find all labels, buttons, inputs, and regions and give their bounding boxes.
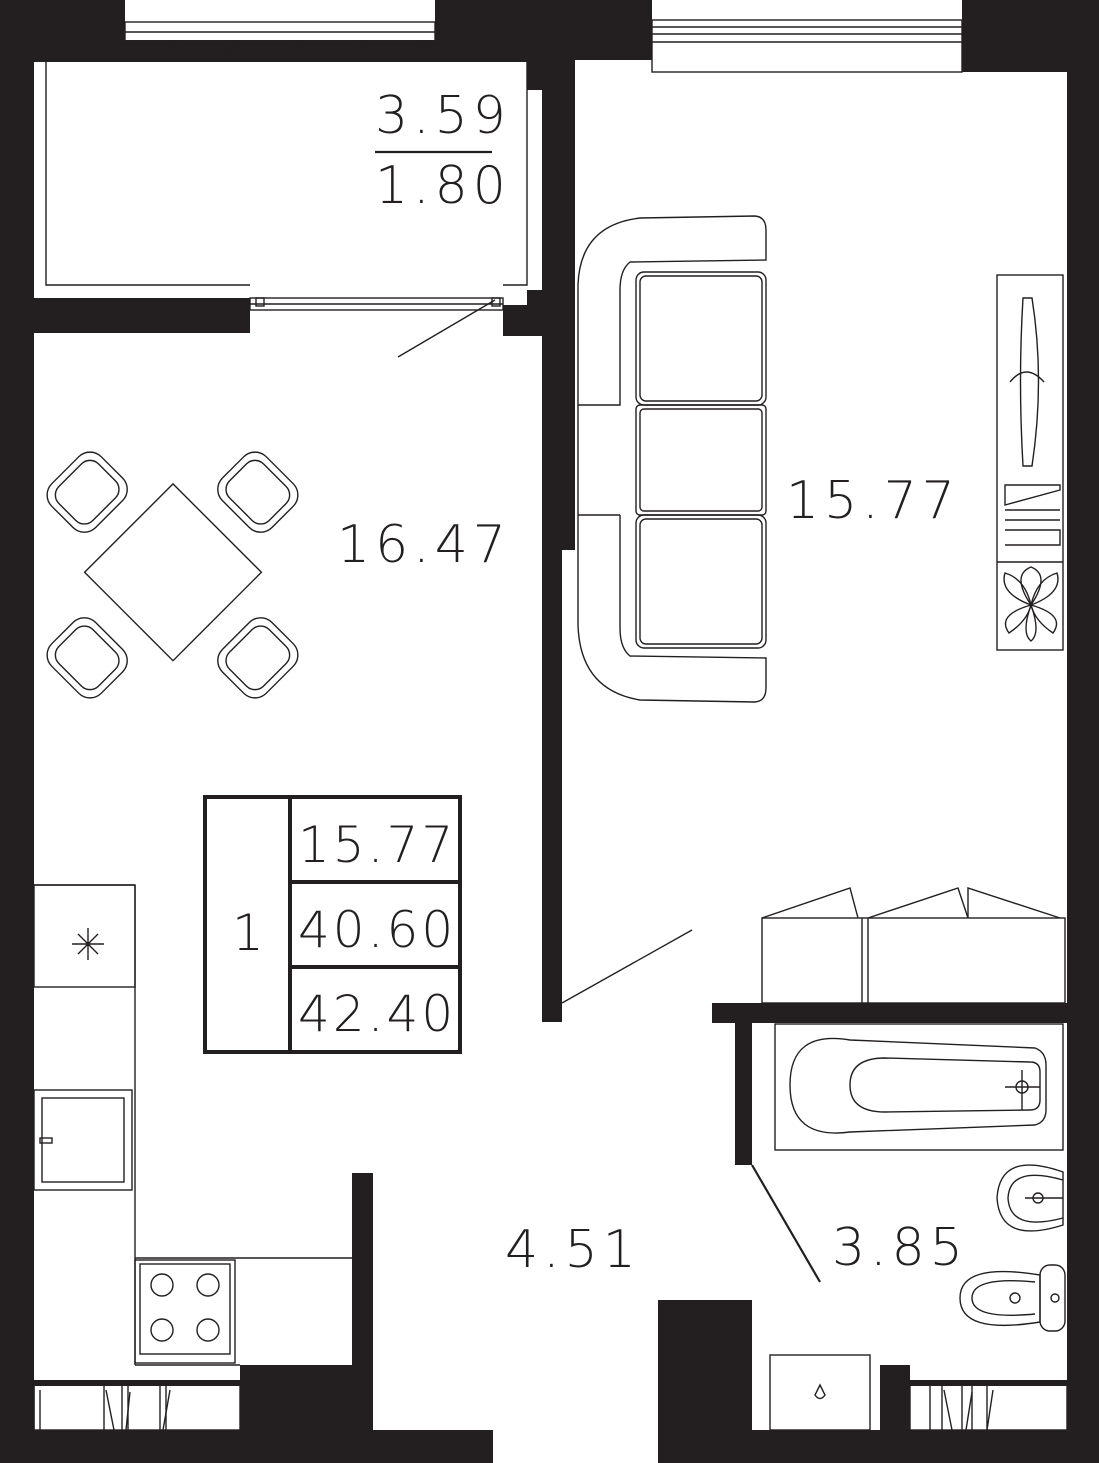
sink-icon [996, 1164, 1064, 1232]
window-icon [33, 1380, 241, 1431]
door-swing-icon [561, 929, 693, 1004]
door-swing-icon [397, 299, 496, 358]
plant-icon [1003, 566, 1059, 642]
room-count: 1 [232, 904, 267, 962]
fridge-icon [33, 1089, 133, 1191]
bathroom-area: 3.85 [832, 1218, 968, 1278]
balcony-reduced-area: 1.80 [375, 156, 511, 216]
window-icon [249, 297, 504, 311]
bathtub-icon [774, 1023, 1064, 1151]
balcony-area: 3.59 [375, 86, 511, 146]
windows [33, 19, 1068, 1431]
balcony-outline [45, 62, 528, 286]
stove-icon [134, 1259, 236, 1364]
toilet-icon [959, 1264, 1066, 1332]
wall-left [0, 0, 34, 1463]
kitchen-living-area: 16.47 [337, 515, 511, 575]
washing-machine-icon [769, 1354, 871, 1431]
wall-bottom-right-pier [658, 1300, 752, 1463]
wardrobe-icon [761, 887, 1066, 1004]
living-area: 15.77 [298, 816, 456, 874]
wall-right [1067, 0, 1099, 1463]
wall-partition-bedroom [542, 540, 562, 1022]
bedroom-area: 15.77 [786, 471, 960, 531]
chair-icon [46, 617, 128, 699]
window-icon [909, 1380, 1068, 1431]
wall-column [542, 60, 575, 550]
chair-icon [46, 451, 128, 533]
hallway-area: 4.51 [505, 1220, 641, 1280]
sink-icon [33, 884, 136, 988]
wall-bottom-right-pier2 [880, 1365, 910, 1463]
tv-icon [996, 274, 1064, 651]
chair-icon [217, 451, 299, 533]
wardrobe-icon [1004, 484, 1061, 546]
chair-icon [217, 617, 299, 699]
area-labels: 3.59 1.80 16.47 15.77 4.51 3.85 [337, 86, 968, 1280]
window-icon [117, 21, 443, 61]
wall-bathroom-top [712, 1003, 1067, 1023]
wall-balcony-frame [34, 40, 575, 336]
wall-bathroom-left [735, 1003, 752, 1165]
summary-table: 1 15.77 40.60 42.40 [203, 795, 462, 1054]
wall-top-middle [435, 0, 652, 60]
wall-balcony-bottom-left [34, 298, 250, 333]
sofa-icon [577, 215, 767, 703]
total-area: 40.60 [298, 901, 456, 959]
window-icon [645, 19, 969, 73]
total-area-with-balcony: 42.40 [298, 985, 456, 1043]
dining-table-icon [83, 482, 263, 662]
wall-bottom-left-pier [240, 1365, 373, 1463]
door-swing-icon [751, 1164, 821, 1283]
wall-top-left [0, 0, 125, 60]
